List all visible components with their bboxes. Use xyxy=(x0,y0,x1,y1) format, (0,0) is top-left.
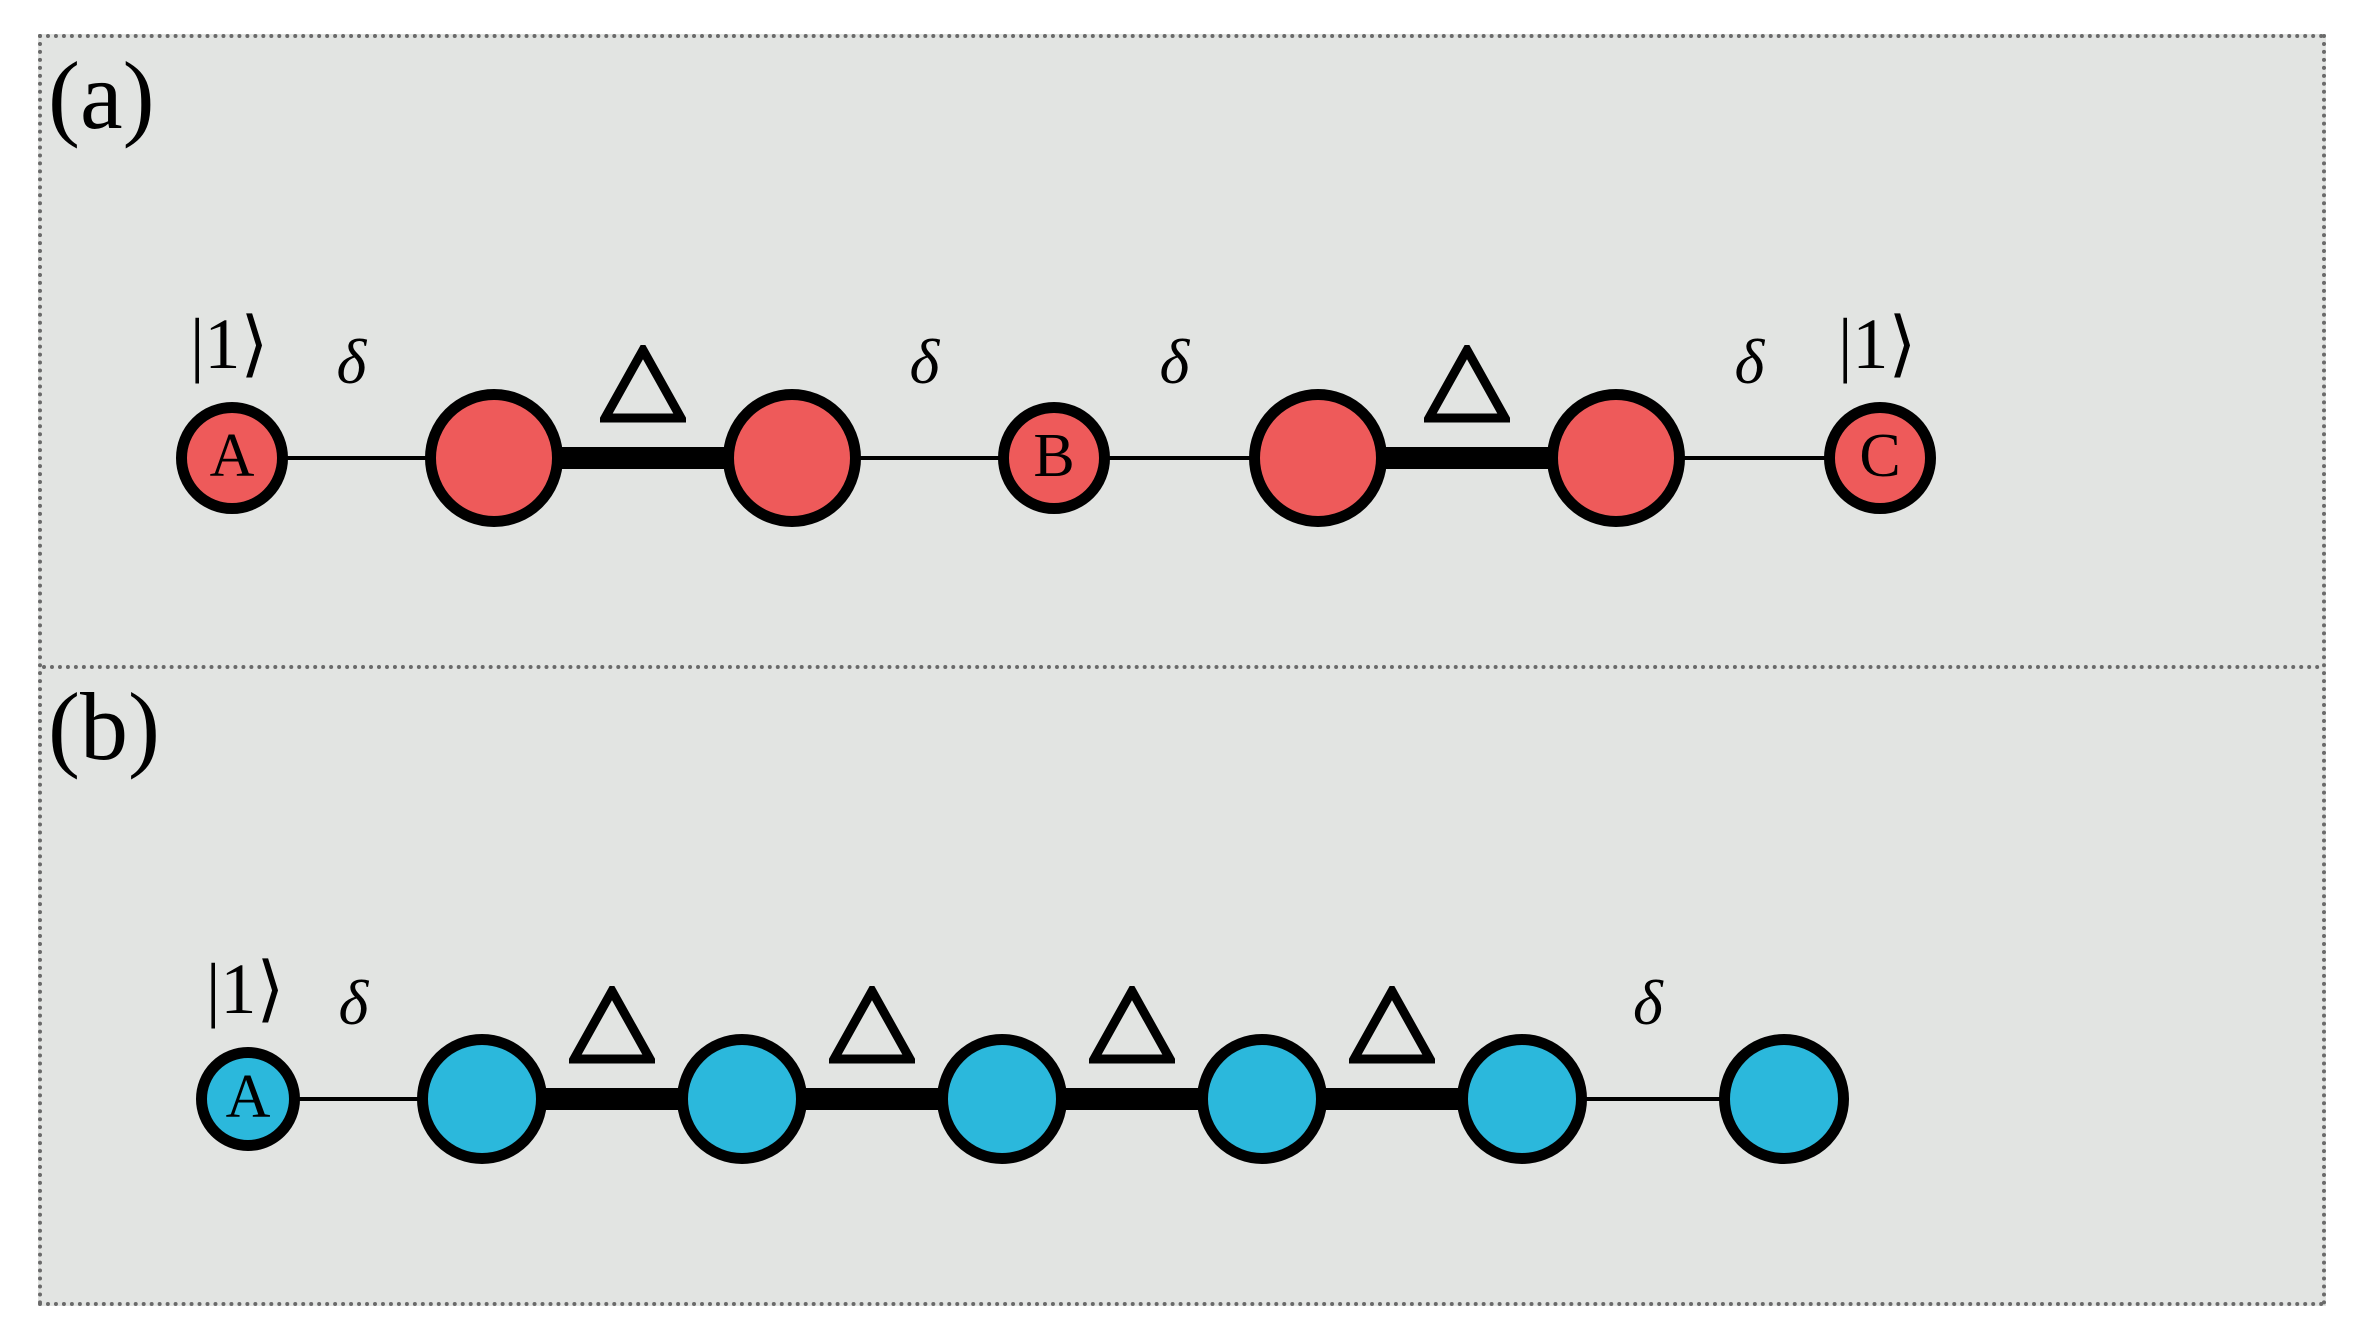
bond-delta-capital xyxy=(539,1088,685,1110)
node-label: A xyxy=(209,422,255,490)
bond-delta-small xyxy=(280,456,433,460)
delta-capital-icon xyxy=(1346,981,1438,1069)
node-unlabeled xyxy=(1719,1034,1849,1164)
bond-delta-small xyxy=(1102,456,1257,460)
node-A: A xyxy=(196,1047,300,1151)
node-unlabeled xyxy=(677,1034,807,1164)
delta-capital-icon xyxy=(1421,340,1513,428)
delta-capital-icon xyxy=(566,981,658,1069)
panel-divider xyxy=(42,665,2322,669)
delta-small-label: δ xyxy=(1633,967,1663,1038)
bond-delta-capital xyxy=(1319,1088,1465,1110)
node-label: B xyxy=(1033,422,1075,490)
delta-small-label: δ xyxy=(909,326,940,397)
node-label: C xyxy=(1859,422,1901,490)
node-unlabeled xyxy=(1457,1034,1587,1164)
node-A: A xyxy=(176,402,288,514)
delta-small-label: δ xyxy=(338,967,369,1038)
bond-delta-capital xyxy=(799,1088,945,1110)
delta-capital-icon xyxy=(1086,981,1178,1069)
node-unlabeled xyxy=(937,1034,1067,1164)
bond-delta-capital xyxy=(555,447,731,469)
node-unlabeled xyxy=(1547,389,1685,527)
node-unlabeled xyxy=(1249,389,1387,527)
ket-state-label: |1⟩ xyxy=(206,949,285,1029)
node-B: B xyxy=(998,402,1110,514)
delta-small-label: δ xyxy=(1159,326,1190,397)
bond-delta-capital xyxy=(1379,447,1555,469)
ket-state-label: |1⟩ xyxy=(190,304,269,384)
ket-state-label: |1⟩ xyxy=(1838,304,1917,384)
delta-capital-icon xyxy=(826,981,918,1069)
bond-delta-small xyxy=(1579,1097,1727,1101)
panel-b-label: (b) xyxy=(48,673,160,780)
bond-delta-capital xyxy=(1059,1088,1205,1110)
node-label: A xyxy=(225,1063,271,1131)
node-C: C xyxy=(1824,402,1936,514)
bond-delta-small xyxy=(292,1097,425,1101)
node-unlabeled xyxy=(1197,1034,1327,1164)
panel-a-label: (a) xyxy=(48,42,155,149)
delta-small-label: δ xyxy=(336,326,367,397)
delta-small-label: δ xyxy=(1734,326,1765,397)
bond-delta-small xyxy=(1677,456,1832,460)
node-unlabeled xyxy=(425,389,563,527)
bond-delta-small xyxy=(853,456,1006,460)
node-unlabeled xyxy=(723,389,861,527)
delta-capital-icon xyxy=(597,340,689,428)
node-unlabeled xyxy=(417,1034,547,1164)
